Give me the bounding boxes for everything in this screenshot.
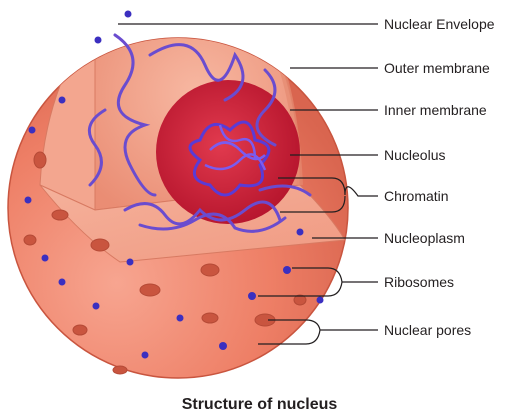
chromatin-strands [87, 33, 312, 233]
label-nuclear-envelope: Nuclear Envelope [384, 16, 495, 32]
nucleolus [156, 80, 300, 224]
label-ribosomes: Ribosomes [384, 274, 455, 290]
label-nucleoplasm: Nucleoplasm [384, 230, 465, 246]
leader-lines [118, 23, 378, 345]
label-nuclear-pores: Nuclear pores [384, 322, 472, 338]
label-inner-membrane: Inner membrane [384, 102, 487, 118]
ribosomes [24, 10, 324, 359]
nuclear-pores [23, 151, 307, 375]
label-outer-membrane: Outer membrane [384, 60, 490, 76]
label-nucleolus: Nucleolus [384, 147, 446, 163]
diagram-caption: Structure of nucleus [181, 396, 338, 413]
label-chromatin: Chromatin [384, 188, 449, 204]
